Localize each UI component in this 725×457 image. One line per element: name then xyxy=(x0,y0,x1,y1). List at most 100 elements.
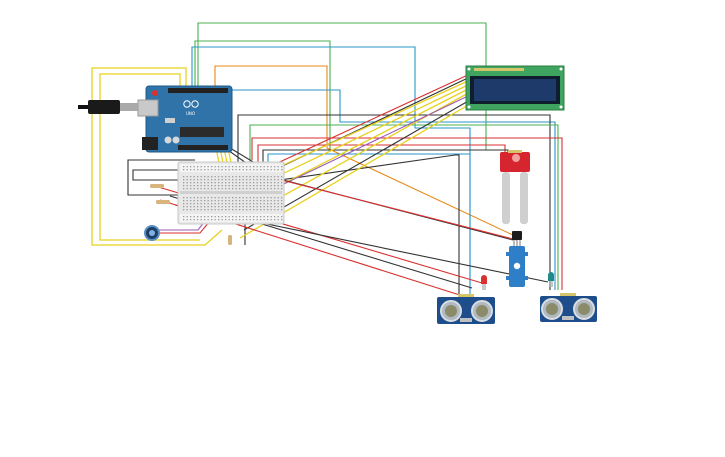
temperature-sensor[interactable] xyxy=(512,231,522,248)
breadboard-hole xyxy=(211,206,213,208)
header-top xyxy=(168,88,228,93)
breadboard-hole xyxy=(193,185,195,187)
resistor-1[interactable] xyxy=(150,184,164,188)
breadboard-hole xyxy=(270,216,272,218)
breadboard-hole xyxy=(232,169,234,171)
lcd-hole-tr xyxy=(559,67,563,71)
breadboard-hole xyxy=(267,206,269,208)
usb-port xyxy=(137,99,159,117)
dc-power-plug[interactable] xyxy=(78,100,138,114)
wire-blue-2[interactable] xyxy=(267,153,471,295)
lcd-16x2-display[interactable] xyxy=(465,65,565,111)
breadboard-hole xyxy=(263,206,265,208)
breadboard-hole xyxy=(270,179,272,181)
breadboard-hole xyxy=(211,182,213,184)
breadboard[interactable] xyxy=(177,161,285,225)
potentiometer[interactable] xyxy=(144,225,160,241)
breadboard-hole xyxy=(214,182,216,184)
breadboard-hole xyxy=(281,200,283,202)
breadboard-hole xyxy=(200,166,202,168)
breadboard-hole xyxy=(207,219,209,221)
reset-button[interactable] xyxy=(152,90,158,96)
wire-servo-red[interactable] xyxy=(249,171,518,241)
breadboard-hole xyxy=(239,166,241,168)
breadboard-hole xyxy=(221,188,223,190)
ultrasonic-sensor-2[interactable] xyxy=(540,293,597,322)
breadboard-hole xyxy=(190,185,192,187)
teal-led[interactable] xyxy=(548,272,554,287)
breadboard-hole xyxy=(225,166,227,168)
breadboard-hole xyxy=(232,197,234,199)
breadboard-hole xyxy=(232,206,234,208)
soil-moisture-sensor[interactable] xyxy=(500,150,530,224)
breadboard-hole xyxy=(193,216,195,218)
breadboard-hole xyxy=(235,179,237,181)
breadboard-hole xyxy=(267,197,269,199)
breadboard-hole xyxy=(281,188,283,190)
breadboard-hole xyxy=(218,200,220,202)
wires xyxy=(91,22,563,298)
arduino-uno[interactable]: UNO xyxy=(137,85,233,153)
breadboard-hole xyxy=(190,200,192,202)
breadboard-hole xyxy=(228,203,230,205)
breadboard-hole xyxy=(256,206,258,208)
breadboard-hole xyxy=(190,182,192,184)
breadboard-hole xyxy=(256,166,258,168)
breadboard-hole xyxy=(200,185,202,187)
breadboard-hole xyxy=(193,169,195,171)
wire-black-left-2[interactable] xyxy=(132,169,200,181)
breadboard-hole xyxy=(190,166,192,168)
breadboard-hole xyxy=(211,179,213,181)
breadboard-hole xyxy=(190,179,192,181)
breadboard-hole xyxy=(256,182,258,184)
resistor-3[interactable] xyxy=(228,235,232,245)
soil-pins xyxy=(508,150,522,153)
breadboard-hole xyxy=(186,169,188,171)
wire-black-left-1[interactable] xyxy=(127,159,195,196)
breadboard-hole xyxy=(260,219,262,221)
red-led[interactable] xyxy=(481,275,487,290)
breadboard-hole xyxy=(277,197,279,199)
logo-loop-right xyxy=(191,100,199,108)
wire-yellow-left-1[interactable] xyxy=(91,67,223,246)
breadboard-hole xyxy=(239,188,241,190)
breadboard-hole xyxy=(263,216,265,218)
breadboard-hole xyxy=(253,188,255,190)
servo-mount-bottom xyxy=(506,276,528,280)
ultra2-transducer-left-mesh xyxy=(546,303,558,315)
breadboard-hole xyxy=(256,197,258,199)
breadboard-hole xyxy=(260,188,262,190)
breadboard-hole xyxy=(235,216,237,218)
breadboard-hole xyxy=(239,185,241,187)
wire-green-right[interactable] xyxy=(249,124,559,290)
breadboard-hole xyxy=(235,219,237,221)
breadboard-hole xyxy=(200,179,202,181)
breadboard-hole xyxy=(277,185,279,187)
breadboard-hole xyxy=(221,169,223,171)
ultrasonic-sensor-1[interactable] xyxy=(437,294,495,324)
breadboard-hole xyxy=(225,203,227,205)
breadboard-hole xyxy=(200,206,202,208)
breadboard-hole xyxy=(281,216,283,218)
breadboard-hole xyxy=(225,197,227,199)
breadboard-hole xyxy=(221,179,223,181)
breadboard-hole xyxy=(274,197,276,199)
wire-yellow-left-2[interactable] xyxy=(99,73,200,241)
ultra1-transducer-right-mesh xyxy=(476,305,488,317)
wire-red-right[interactable] xyxy=(251,137,563,290)
breadboard-hole xyxy=(281,197,283,199)
breadboard-hole xyxy=(193,203,195,205)
breadboard-hole xyxy=(281,206,283,208)
breadboard-hole xyxy=(186,200,188,202)
servo-motor[interactable] xyxy=(506,246,528,287)
resistor-2[interactable] xyxy=(156,200,170,204)
breadboard-hole xyxy=(218,197,220,199)
breadboard-hole xyxy=(242,219,244,221)
breadboard-hole xyxy=(281,203,283,205)
header-bottom xyxy=(178,145,228,150)
breadboard-hole xyxy=(211,219,213,221)
breadboard-hole xyxy=(190,216,192,218)
breadboard-hole xyxy=(246,182,248,184)
breadboard-hole xyxy=(225,188,227,190)
servo-mount-top xyxy=(506,252,528,256)
